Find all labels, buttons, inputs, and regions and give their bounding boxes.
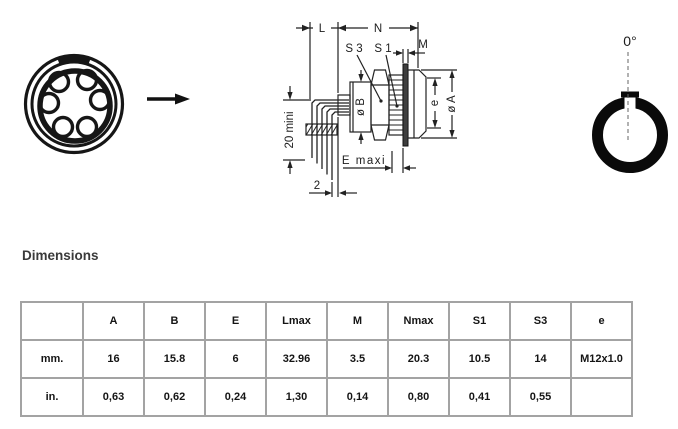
value-cell <box>570 377 633 417</box>
value-cell: 1,30 <box>265 377 328 417</box>
transition-arrow-icon <box>147 93 190 105</box>
value-cell: 6 <box>204 339 267 379</box>
header-cell: Lmax <box>265 301 328 341</box>
header-cell: S1 <box>448 301 511 341</box>
value-cell: 0,62 <box>143 377 206 417</box>
header-cell: E <box>204 301 267 341</box>
connector-side-section: L N S 3 S 1 M <box>283 22 458 197</box>
value-cell: 0,80 <box>387 377 450 417</box>
pcb-cross-section <box>305 123 338 136</box>
dimension-20-mini: 20 mini <box>283 86 311 174</box>
value-cell: 0,41 <box>448 377 511 417</box>
label-20-mini: 20 mini <box>284 111 296 148</box>
table-row-mm: mm. 16 15.8 6 32.96 3.5 20.3 10.5 14 M12… <box>20 339 633 379</box>
dimension-L-N: L N <box>296 22 419 99</box>
value-cell: 10.5 <box>448 339 511 379</box>
value-cell: 15.8 <box>143 339 206 379</box>
value-cell: 14 <box>509 339 572 379</box>
dimension-E-maxi: E maxi <box>342 148 416 173</box>
value-cell: 3.5 <box>326 339 389 379</box>
page-title: Dimensions <box>22 248 99 263</box>
label-dia-B: ø B <box>355 98 367 116</box>
connector-orientation-view: 0° <box>592 33 668 173</box>
value-cell: 0,55 <box>509 377 572 417</box>
header-cell: M <box>326 301 389 341</box>
header-cell: e <box>570 301 633 341</box>
label-dia-A: ø A <box>446 95 458 113</box>
label-2: 2 <box>314 180 320 192</box>
value-cell: 0,63 <box>82 377 145 417</box>
label-E-maxi: E maxi <box>342 155 386 167</box>
technical-figure: L N S 3 S 1 M <box>23 22 668 197</box>
connector-inner-shell <box>30 60 118 148</box>
table-header-row: A B E Lmax M Nmax S1 S3 e <box>20 301 633 341</box>
dimension-e: e <box>427 77 441 129</box>
header-cell: S3 <box>509 301 572 341</box>
dimension-2: 2 <box>309 117 357 197</box>
header-cell: B <box>143 301 206 341</box>
value-cell: 0,24 <box>204 377 267 417</box>
header-cell: A <box>82 301 145 341</box>
value-cell: 32.96 <box>265 339 328 379</box>
label-S3: S 3 <box>345 43 362 55</box>
table-row-in: in. 0,63 0,62 0,24 1,30 0,14 0,80 0,41 0… <box>20 377 633 417</box>
keyway-notch <box>57 54 91 66</box>
dimension-dia-B: ø B <box>355 70 367 144</box>
label-0-degrees: 0° <box>623 33 636 49</box>
label-e: e <box>429 100 441 106</box>
label-N: N <box>374 23 382 35</box>
header-cell: Nmax <box>387 301 450 341</box>
value-cell: M12x1.0 <box>570 339 633 379</box>
orientation-ring <box>592 97 668 173</box>
header-cell <box>20 301 84 341</box>
dimension-dia-A: ø A <box>421 69 458 139</box>
ring-notch <box>624 97 636 110</box>
value-cell: 16 <box>82 339 145 379</box>
contact-pins <box>37 68 112 139</box>
ring-key-tab <box>621 91 639 98</box>
row-label: in. <box>20 377 84 417</box>
label-M: M <box>418 39 428 51</box>
dimension-M: M <box>393 39 428 63</box>
value-cell: 20.3 <box>387 339 450 379</box>
connector-front-view <box>23 53 125 155</box>
dimensions-table: A B E Lmax M Nmax S1 S3 e mm. 16 15.8 6 … <box>20 301 633 417</box>
label-L: L <box>319 23 326 35</box>
value-cell: 0,14 <box>326 377 389 417</box>
label-S1: S 1 <box>374 43 391 55</box>
row-label: mm. <box>20 339 84 379</box>
connector-body <box>337 63 427 147</box>
mounting-panel <box>402 63 409 147</box>
